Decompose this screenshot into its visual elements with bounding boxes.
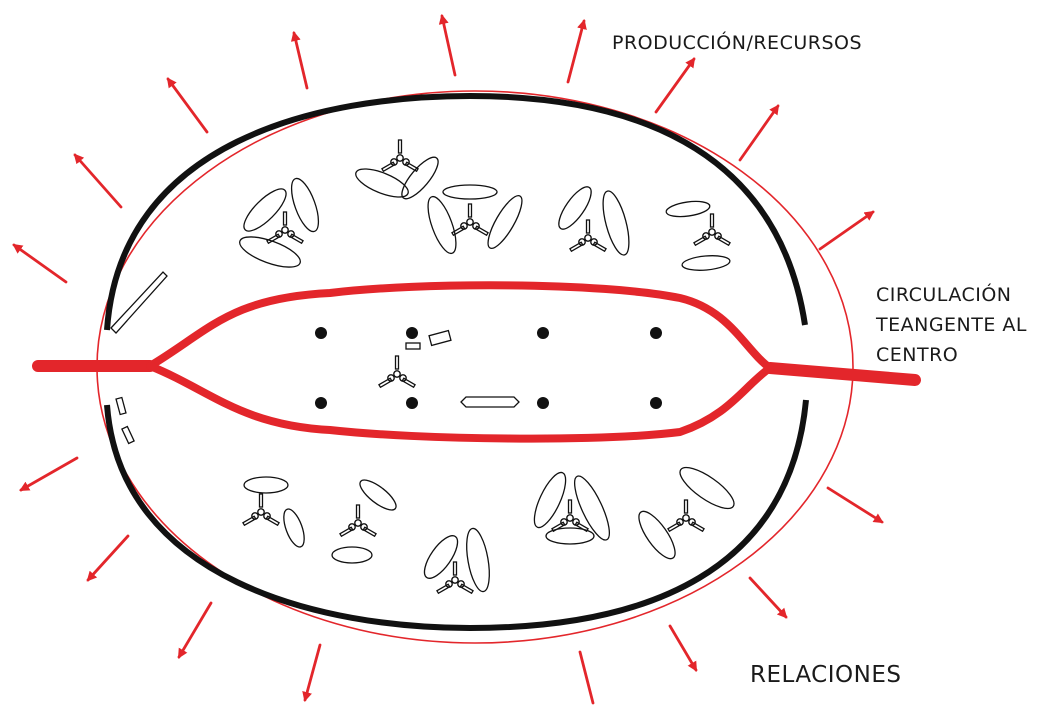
tripod-seating-icon [693, 213, 731, 246]
outward-arrow-icon [668, 624, 698, 672]
outward-arrow-icon [578, 650, 595, 705]
tripod-seating-icon [451, 203, 489, 236]
outward-arrow-icon [302, 643, 322, 702]
column-grid [315, 327, 662, 409]
lower-wall [104, 399, 809, 632]
table-rect-icon [405, 342, 421, 350]
tripod-seating-icon [569, 219, 607, 252]
outward-arrow-icon [12, 243, 68, 284]
circulation-label: CIRCULACIÓN TEANGENTE AL CENTRO [876, 284, 1027, 366]
column-dot-icon [315, 327, 327, 339]
circulation-path [32, 281, 921, 443]
bench-icon [460, 396, 520, 408]
column-dot-icon [406, 327, 418, 339]
tripod-seating-icon [667, 499, 705, 532]
ramp-detail [110, 271, 168, 334]
central-furniture [378, 329, 520, 408]
outward-arrow-icon [654, 57, 696, 114]
upper-seating [239, 139, 731, 271]
tripod-seating-icon [551, 499, 589, 532]
outer-boundary [96, 90, 854, 644]
tripod-seating-icon [378, 355, 416, 388]
tripod-seating-icon [242, 493, 280, 526]
column-dot-icon [650, 327, 662, 339]
outward-arrow-icon [290, 31, 309, 90]
outward-arrow-icon [826, 486, 884, 524]
outward-arrows [12, 14, 884, 705]
outward-arrow-icon [166, 77, 209, 134]
door-detail [121, 425, 135, 445]
table-rect-icon [428, 329, 452, 347]
outward-arrow-icon [748, 576, 788, 619]
tripod-seating-icon [339, 504, 377, 537]
column-dot-icon [650, 397, 662, 409]
column-dot-icon [537, 327, 549, 339]
upper-wall [104, 92, 808, 331]
column-dot-icon [537, 397, 549, 409]
outward-arrow-icon [177, 601, 213, 659]
outward-arrow-icon [73, 153, 123, 209]
lower-seating [242, 466, 735, 594]
outward-arrow-icon [86, 534, 130, 582]
column-dot-icon [406, 397, 418, 409]
door-detail [115, 396, 127, 416]
tripod-seating-icon [381, 139, 419, 172]
outward-arrow-icon [19, 456, 79, 492]
outward-arrow-icon [566, 19, 587, 84]
outward-arrow-icon [738, 104, 780, 162]
production-resources-label: PRODUCCIÓN/RECURSOS [612, 32, 863, 54]
outward-arrow-icon [438, 14, 457, 77]
relations-label: RELACIONES [750, 662, 902, 688]
tripod-seating-icon [436, 561, 474, 594]
outward-arrow-icon [818, 210, 875, 251]
column-dot-icon [315, 397, 327, 409]
